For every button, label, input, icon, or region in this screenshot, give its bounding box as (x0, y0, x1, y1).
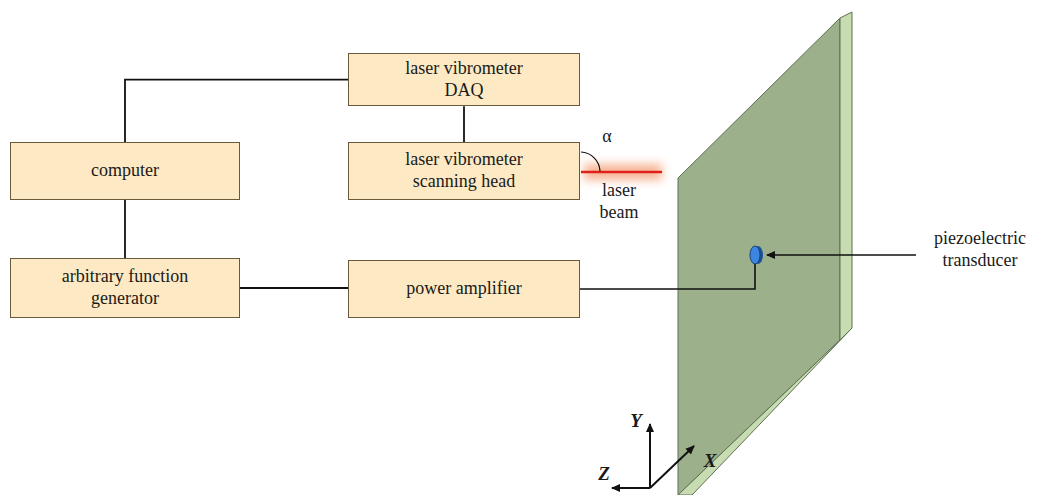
x-axis (650, 446, 694, 488)
process-box: power amplifier (348, 260, 580, 318)
process-box: computer (10, 142, 240, 200)
box-text: computer (91, 160, 159, 182)
process-box: laser vibrometer DAQ (348, 53, 580, 106)
connector-line (124, 200, 126, 258)
leader-arrow (767, 254, 916, 255)
axis-label: Z (594, 463, 614, 486)
angle-arc (581, 152, 600, 171)
process-box: laser vibrometer scanning head (348, 142, 580, 200)
annotation-label: α (597, 126, 617, 148)
z-axis (612, 487, 650, 489)
y-axis (649, 424, 651, 488)
plate-bottom (678, 328, 852, 495)
box-text: laser vibrometer DAQ (389, 58, 539, 101)
connector-line (240, 287, 348, 289)
box-text: laser vibrometer scanning head (389, 149, 539, 192)
connector-line (125, 80, 348, 142)
wire (580, 264, 755, 289)
axis-label: X (700, 450, 720, 473)
annotation-label: laser beam (588, 180, 650, 223)
plate-side (840, 12, 852, 340)
annotation-label: piezoelectric transducer (922, 228, 1038, 271)
box-text: arbitrary function generator (51, 266, 199, 309)
box-text: power amplifier (406, 278, 521, 300)
axis-label: Y (626, 410, 646, 433)
connector-line (463, 106, 465, 142)
laser-beam (581, 171, 662, 174)
process-box: arbitrary function generator (10, 258, 240, 318)
transducer (750, 246, 760, 264)
